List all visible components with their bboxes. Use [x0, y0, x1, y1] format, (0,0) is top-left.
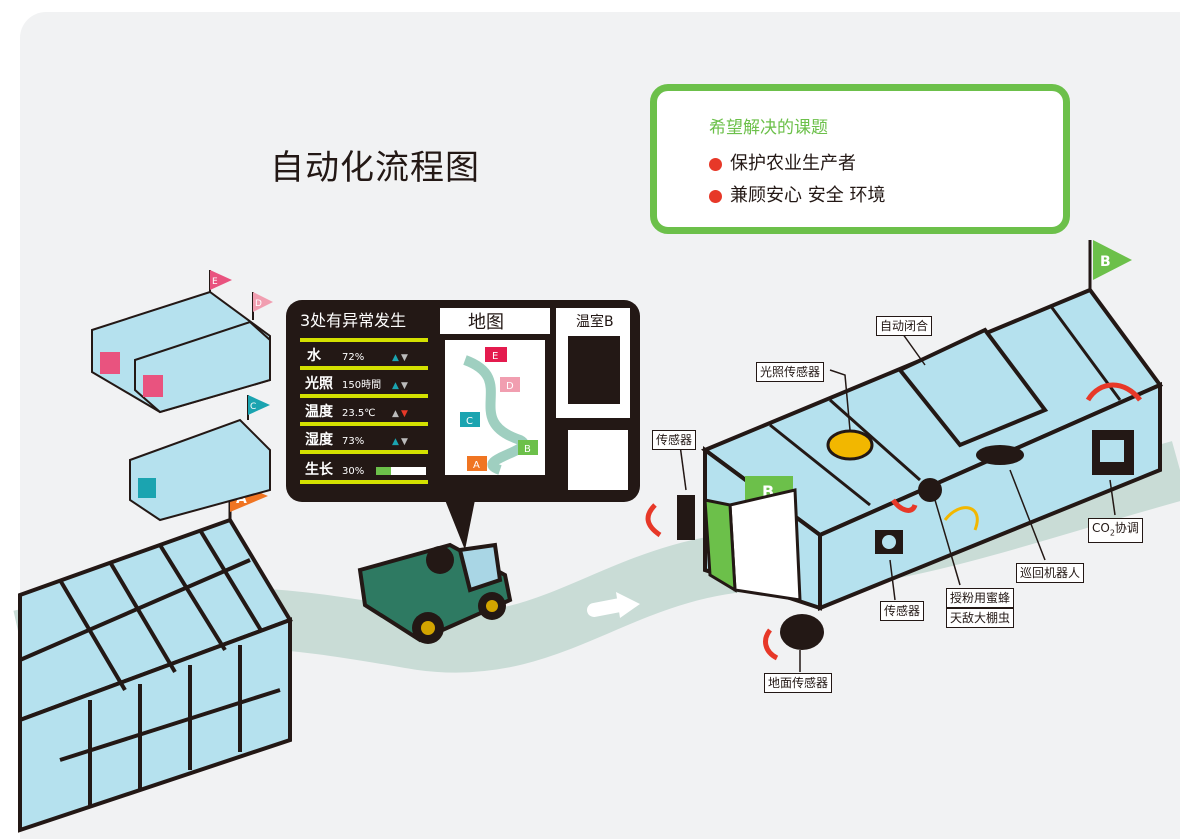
page-title: 自动化流程图 — [270, 148, 480, 188]
trend-down-icon: ▼ — [401, 409, 408, 419]
goal-item: 兼顾安心 安全 环境 — [709, 181, 885, 207]
label-ground-sensor: 地面传感器 — [764, 673, 833, 693]
goal-heading: 希望解决的课题 — [709, 118, 828, 138]
row-temp-label: 温度 — [305, 403, 334, 420]
label-patrol-robot: 巡回机器人 — [1016, 563, 1085, 583]
flag-e-letter: E — [212, 277, 218, 287]
row-temp-value: 23.5℃ — [342, 408, 376, 419]
map-marker-c: C — [466, 416, 473, 427]
trend-up-icon: ▲ — [392, 437, 399, 447]
label-sensor-bottom: 传感器 — [880, 601, 925, 621]
trend-up-icon: ▲ — [392, 409, 399, 419]
goal-item-text: 保护农业生产者 — [730, 153, 856, 174]
flag-c-letter: C — [250, 402, 256, 412]
label-co2: CO2协调 — [1088, 518, 1143, 544]
flag-d-letter: D — [255, 299, 262, 309]
greenhouse-a: A — [18, 480, 293, 833]
row-growth-value: 30% — [342, 466, 364, 477]
label-pollinator: 授粉用蜜蜂 — [946, 588, 1015, 608]
trend-down-icon: ▼ — [401, 437, 408, 447]
row-growth-label: 生长 — [305, 461, 334, 478]
row-light-label: 光照 — [304, 375, 333, 392]
trend-up-icon: ▲ — [392, 353, 399, 363]
label-natural-enemy: 天敌大棚虫 — [946, 608, 1015, 628]
trend-down-icon: ▼ — [401, 353, 408, 363]
greenhouse-c: C — [129, 395, 271, 522]
goal-item: 保护农业生产者 — [709, 149, 856, 175]
growth-progress-fill — [376, 467, 391, 475]
map-marker-a: A — [473, 460, 480, 471]
label-sensor-left: 传感器 — [652, 430, 697, 450]
co2-text: CO — [1092, 521, 1110, 535]
bullet-dot-icon — [709, 189, 722, 203]
row-humidity-label: 湿度 — [305, 431, 334, 448]
bullet-dot-icon — [709, 157, 722, 171]
row-water-value: 72% — [342, 352, 364, 363]
greenhouse-b: B B — [645, 240, 1164, 661]
goal-box: 希望解决的课题 保护农业生产者 兼顾安心 安全 环境 — [650, 84, 1070, 234]
goal-item-text: 兼顾安心 安全 环境 — [730, 185, 886, 206]
map-marker-e: E — [492, 351, 498, 362]
co2-tail-text: 协调 — [1114, 521, 1139, 535]
farm-vehicle — [357, 542, 513, 644]
greenhouse-e-d: E D — [91, 270, 273, 414]
direction-arrow — [587, 592, 640, 618]
row-humidity-value: 73% — [342, 436, 364, 447]
trend-up-icon: ▲ — [392, 381, 399, 391]
map-title: 地图 — [468, 312, 504, 333]
row-light-value: 150時間 — [342, 379, 381, 391]
flag-b-letter: B — [1100, 254, 1111, 270]
co2-subscript: 2 — [1109, 528, 1115, 538]
alert-title: 3处有异常发生 — [300, 311, 406, 330]
label-auto-close: 自动闭合 — [876, 316, 933, 336]
trend-down-icon: ▼ — [401, 381, 408, 391]
map-marker-d: D — [506, 381, 514, 392]
label-light-sensor: 光照传感器 — [756, 362, 825, 382]
flag-a-letter: A — [236, 491, 247, 507]
map-popup: E D C A B 3处有异常发生 地图 温室B — [286, 300, 640, 550]
house-title: 温室B — [576, 313, 614, 330]
row-water-label: 水 — [307, 347, 322, 364]
map-marker-b: B — [524, 444, 531, 455]
